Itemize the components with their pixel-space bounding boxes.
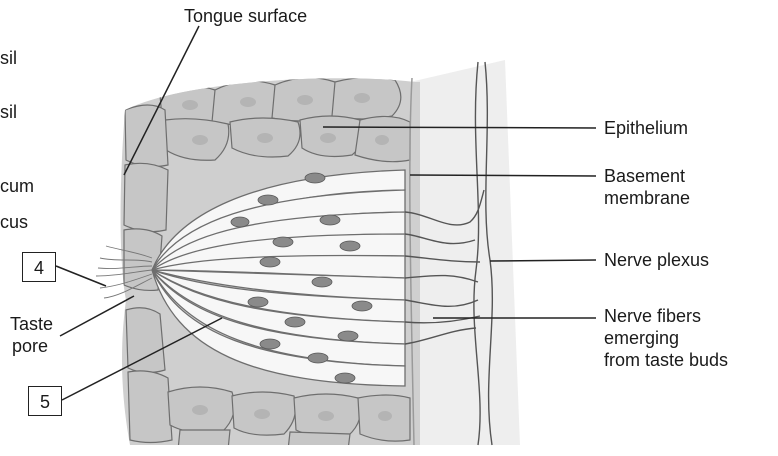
label-basement-line1: Basement	[604, 166, 685, 186]
partial-label-3: cum	[0, 176, 34, 196]
label-basement-line2: membrane	[604, 188, 690, 208]
label-nerve-fibers-line1: Nerve fibers	[604, 306, 701, 326]
callout-box-5: 5	[28, 386, 62, 416]
label-taste-line1: Taste	[10, 314, 53, 334]
partial-label-2: sil	[0, 102, 17, 122]
callout-box-4: 4	[22, 252, 56, 282]
connective-tissue	[410, 60, 520, 445]
label-tongue-surface: Tongue surface	[184, 6, 307, 26]
label-epithelium: Epithelium	[604, 118, 688, 138]
label-nerve-fibers-line2: emerging	[604, 328, 679, 348]
partial-label-1: sil	[0, 48, 17, 68]
label-taste-line2: pore	[12, 336, 48, 356]
label-nerve-plexus: Nerve plexus	[604, 250, 709, 270]
partial-label-4: cus	[0, 212, 28, 232]
label-nerve-fibers-line3: from taste buds	[604, 350, 728, 370]
